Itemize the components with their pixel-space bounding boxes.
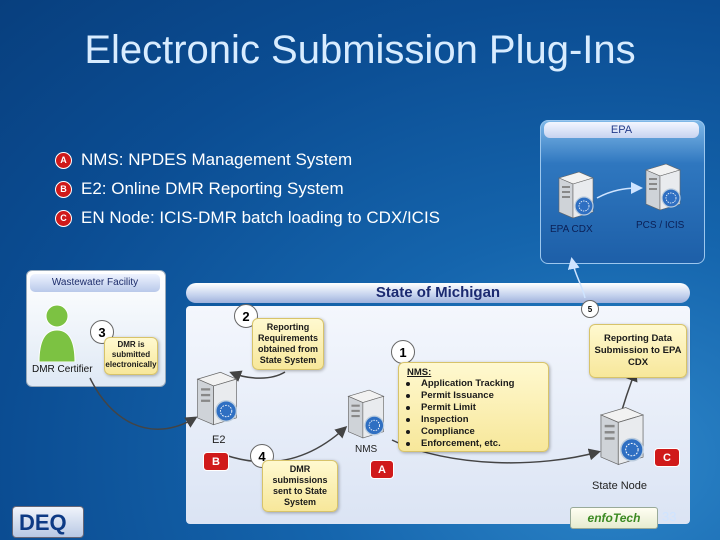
state-node-server-icon — [596, 405, 648, 467]
nms-functions-box: NMS: Application Tracking Permit Issuanc… — [398, 362, 549, 452]
dmr-certifier-label: DMR Certifier — [32, 364, 93, 375]
nms-item: Compliance — [401, 426, 546, 438]
dmr-submissions-note: DMR submissions sent to State System — [262, 460, 338, 512]
e2-server-icon — [193, 370, 241, 427]
state-node-label: State Node — [592, 480, 648, 492]
epa-cdx-server-icon — [555, 170, 597, 220]
pcs-icis-server-icon — [642, 162, 684, 212]
page-number: 33 — [662, 509, 677, 524]
nms-server-icon — [344, 388, 388, 440]
badge-c: C — [55, 209, 72, 227]
bullet-b: B E2: Online DMR Reporting System — [55, 179, 344, 199]
epa-header: EPA — [544, 122, 699, 138]
nms-item: Enforcement, etc. — [401, 438, 546, 450]
badge-b: B — [55, 180, 72, 198]
nms-label: NMS — [355, 444, 378, 455]
step-5-badge: 5 — [581, 300, 599, 318]
badge-a-diagram: A — [370, 460, 394, 479]
reporting-requirements-note: Reporting Requirements obtained from Sta… — [252, 318, 324, 370]
nms-function-list: Application Tracking Permit Issuance Per… — [401, 378, 546, 450]
reporting-data-submission-note: Reporting Data Submission to EPA CDX — [589, 324, 687, 378]
epa-cdx-label: EPA CDX — [550, 224, 593, 235]
deq-logo: DEQ — [12, 506, 84, 538]
step-1-badge: 1 — [391, 340, 415, 364]
page-title: Electronic Submission Plug-Ins — [84, 28, 636, 72]
e2-label: E2 — [212, 434, 226, 446]
enfotech-logo: enfoTech — [570, 507, 658, 529]
person-icon — [38, 304, 76, 362]
nms-item: Permit Limit — [401, 402, 546, 414]
nms-item: Permit Issuance — [401, 390, 546, 402]
bullet-c-text: EN Node: ICIS-DMR batch loading to CDX/I… — [81, 208, 441, 227]
badge-a: A — [55, 151, 72, 169]
nms-item: Application Tracking — [401, 378, 546, 390]
dmr-submitted-note: DMR is submitted electronically — [104, 337, 158, 375]
wastewater-facility-header: Wastewater Facility — [30, 274, 160, 292]
badge-b-diagram: B — [203, 452, 229, 471]
bullet-a: A NMS: NPDES Management System — [55, 150, 352, 170]
bullet-a-text: NMS: NPDES Management System — [81, 150, 353, 169]
pcs-icis-label: PCS / ICIS — [636, 220, 685, 231]
state-of-michigan-header: State of Michigan — [186, 283, 690, 303]
nms-item: Inspection — [401, 414, 546, 426]
badge-c-diagram: C — [654, 448, 680, 467]
nms-title: NMS: — [407, 367, 432, 378]
bullet-c: C EN Node: ICIS-DMR batch loading to CDX… — [55, 208, 440, 228]
bullet-b-text: E2: Online DMR Reporting System — [81, 179, 344, 198]
